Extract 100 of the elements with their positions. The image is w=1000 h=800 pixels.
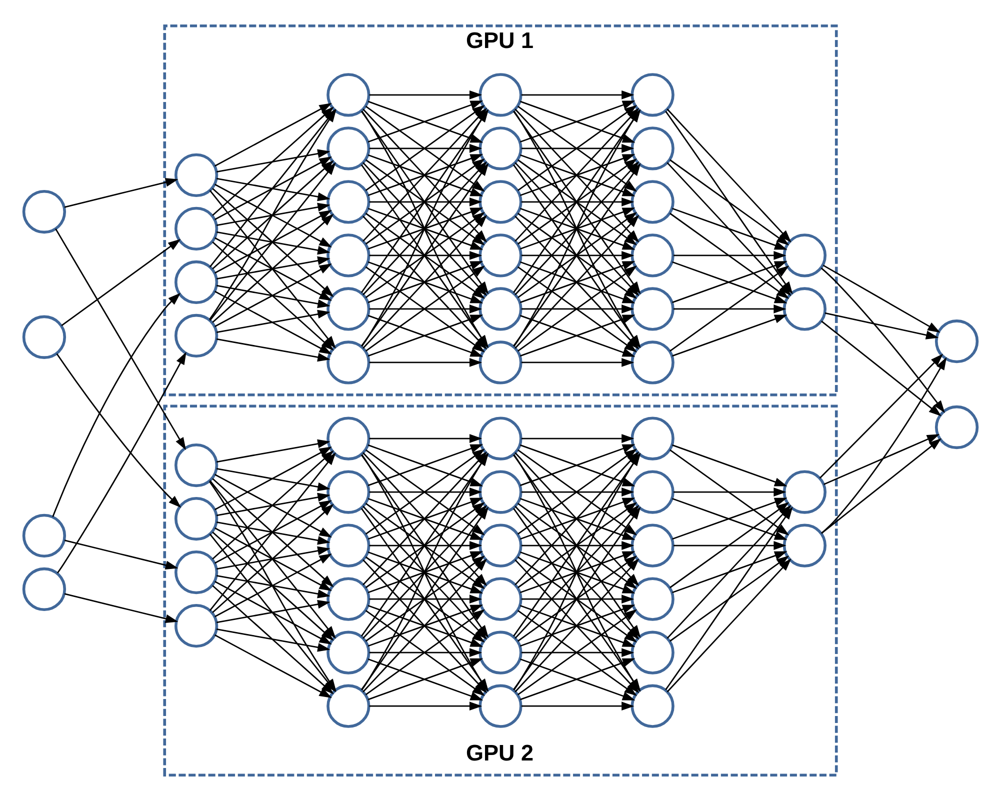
arrow	[216, 438, 330, 462]
arrow	[368, 594, 482, 603]
arrow	[214, 156, 332, 220]
arrow	[212, 531, 334, 640]
arrow	[520, 90, 634, 99]
node-circle	[478, 180, 522, 224]
arrow	[368, 540, 482, 550]
arrow	[520, 143, 634, 152]
node-circle	[478, 630, 522, 674]
arrow	[216, 546, 330, 570]
arrow	[368, 304, 482, 313]
arrow	[367, 207, 483, 250]
arrow	[520, 250, 634, 260]
arrow	[214, 446, 332, 510]
arrow	[519, 497, 635, 540]
arrow	[212, 241, 334, 350]
arrow	[214, 290, 332, 354]
arrow	[368, 143, 482, 152]
node-circle	[630, 630, 674, 674]
arrow	[820, 320, 941, 416]
node-circle	[326, 523, 370, 567]
arrow	[822, 264, 940, 332]
node-circle	[782, 523, 826, 567]
node-circle	[326, 180, 370, 224]
arrow	[216, 338, 330, 362]
node-circle	[478, 286, 522, 330]
node-circle	[174, 313, 218, 358]
node-circle	[22, 189, 66, 234]
node-circle	[174, 152, 218, 196]
arrow	[214, 102, 332, 166]
node-circle	[326, 126, 370, 170]
arrow	[367, 550, 483, 593]
arrow	[367, 658, 483, 700]
arrow	[216, 256, 330, 279]
arrow	[367, 314, 483, 356]
node-circle	[22, 513, 66, 558]
arrow	[368, 358, 482, 366]
arrow	[216, 628, 330, 652]
arrow	[368, 197, 482, 206]
arrow	[673, 250, 786, 260]
node-circle	[478, 416, 522, 460]
node-circle	[326, 416, 370, 460]
node-circle	[782, 233, 826, 277]
node-circle	[326, 684, 370, 728]
node-circle	[630, 72, 674, 116]
node-circle	[478, 233, 522, 277]
arrow	[672, 207, 787, 250]
arrow	[520, 434, 634, 442]
node-circle	[326, 470, 370, 514]
node-circle	[174, 260, 218, 304]
node-circle	[630, 416, 674, 460]
arrow	[669, 502, 789, 588]
arrow	[666, 558, 791, 692]
arrow	[216, 599, 330, 623]
arrow	[519, 207, 635, 250]
arrow	[820, 438, 941, 534]
arrow	[367, 260, 483, 303]
arrow	[520, 594, 634, 603]
node-circle	[934, 404, 978, 449]
arrow	[214, 553, 332, 617]
arrow	[214, 263, 332, 327]
node-circle	[326, 72, 370, 116]
arrow	[520, 358, 634, 366]
node-circle	[630, 523, 674, 567]
arrow	[519, 314, 635, 356]
arrow	[519, 100, 635, 142]
arrow	[666, 108, 791, 242]
arrow	[216, 284, 330, 308]
arrow	[64, 177, 178, 208]
node-circle	[478, 684, 522, 728]
arrow	[368, 701, 482, 710]
arrow	[820, 356, 946, 534]
arrow	[64, 539, 178, 570]
arrow	[824, 312, 938, 339]
arrow	[519, 604, 635, 646]
arrow	[672, 550, 787, 593]
arrow	[673, 487, 786, 496]
arrow	[669, 448, 789, 535]
node-circle	[174, 550, 218, 594]
arrow	[519, 154, 635, 196]
arrow	[673, 304, 786, 313]
arrow	[820, 267, 944, 413]
node-circle	[478, 340, 522, 384]
arrow	[368, 90, 482, 99]
node-circle	[326, 340, 370, 384]
node-circle	[630, 180, 674, 224]
node-circle	[630, 684, 674, 728]
node-circle	[326, 576, 370, 620]
arrow	[672, 497, 787, 540]
arrow	[666, 504, 791, 638]
arrow	[823, 434, 940, 484]
node-circle	[478, 72, 522, 116]
arrow	[214, 236, 332, 300]
arrow	[216, 574, 330, 598]
arrow	[216, 521, 330, 544]
node-circle	[478, 523, 522, 567]
arrow	[212, 478, 334, 587]
node-circle	[478, 576, 522, 620]
node-circle	[630, 576, 674, 620]
arrow	[367, 604, 483, 646]
